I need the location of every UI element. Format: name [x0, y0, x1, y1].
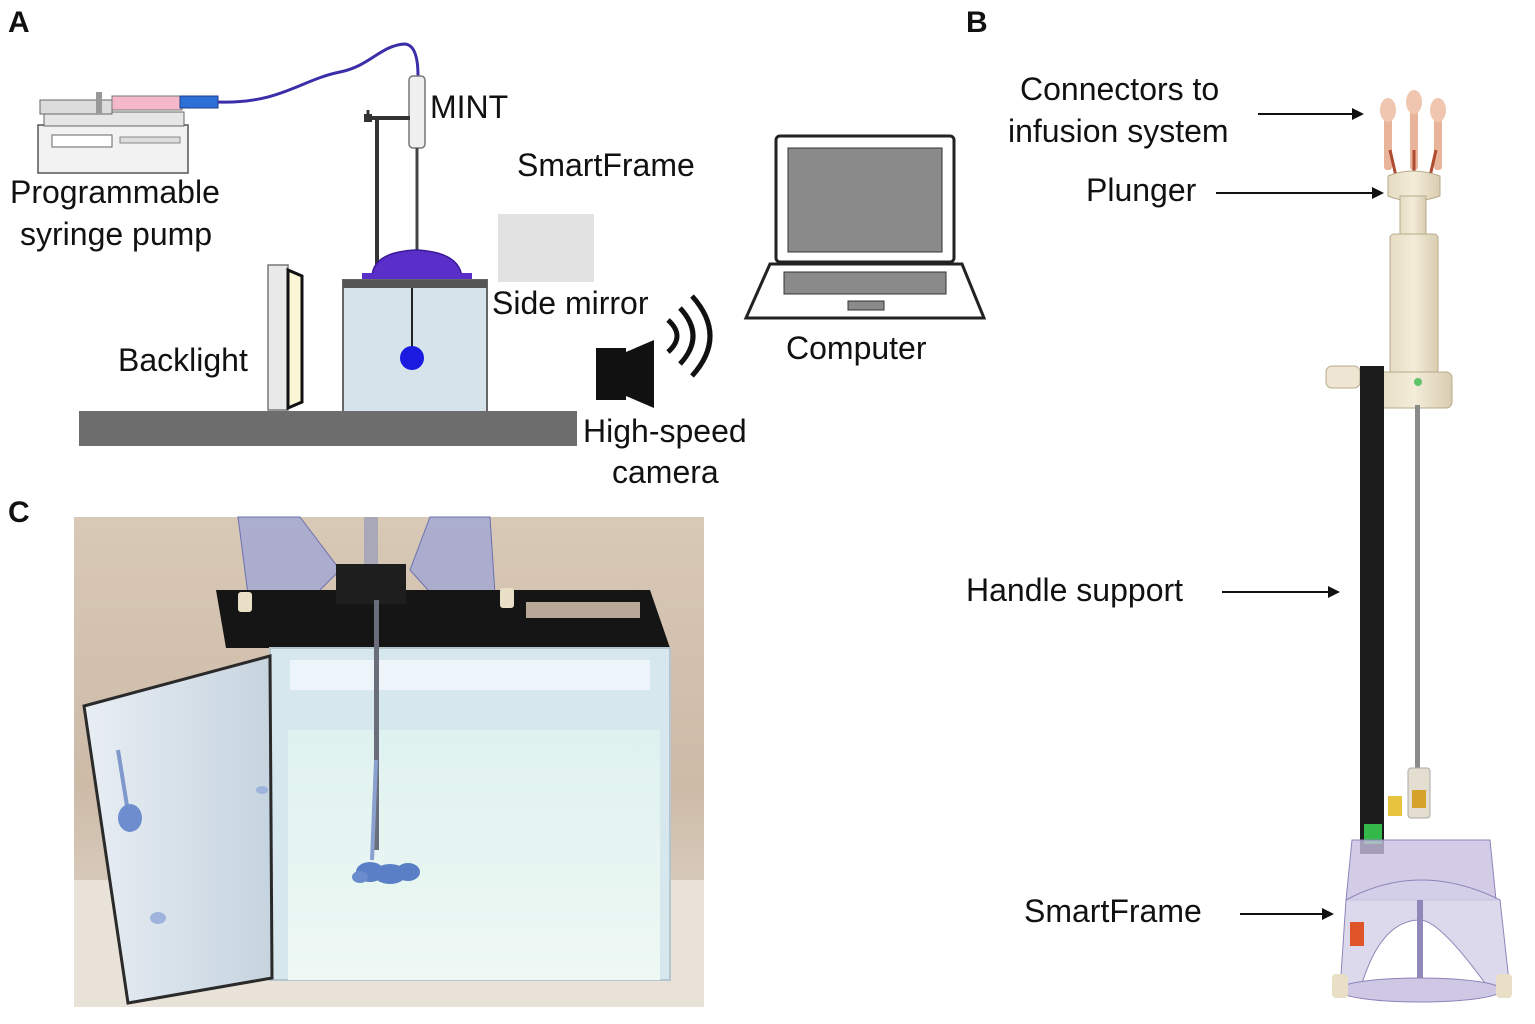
- laptop-icon: [743, 134, 987, 320]
- mint-handle: [408, 75, 426, 149]
- label-pump-line2: syringe pump: [20, 216, 212, 252]
- label-mint: MINT: [430, 89, 508, 125]
- label-pump-line1: Programmable: [10, 174, 220, 210]
- label-smartframe-b: SmartFrame: [1024, 893, 1202, 929]
- label-smartframe-a: SmartFrame: [517, 147, 695, 183]
- label-camera-line2: camera: [612, 454, 719, 490]
- syringe-pump-icon: [37, 92, 219, 174]
- panel-c-letter: C: [8, 496, 30, 529]
- panel-a-schematic: MINT SmartFrame Programmable syringe pum…: [10, 42, 987, 490]
- backlight: [267, 264, 289, 411]
- side-mirror: [498, 214, 594, 282]
- smartframe-dome: [371, 249, 463, 279]
- label-computer: Computer: [786, 330, 927, 366]
- panel-a-letter: A: [8, 6, 30, 39]
- connectors-icon: [1380, 90, 1446, 186]
- label-camera-line1: High-speed: [583, 413, 747, 449]
- label-connectors-line2: infusion system: [1008, 113, 1229, 149]
- label-backlight: Backlight: [118, 342, 248, 378]
- panel-b-device-photo: Connectors to infusion system Plunger Ha…: [966, 71, 1512, 1003]
- panel-c-tank-photo: [74, 516, 704, 1007]
- label-plunger: Plunger: [1086, 172, 1197, 208]
- infusion-dot: [400, 346, 424, 370]
- label-handle-support: Handle support: [966, 572, 1183, 608]
- label-connectors-line1: Connectors to: [1020, 71, 1219, 107]
- camera-icon: [596, 294, 713, 408]
- infusion-tubing: [217, 42, 420, 104]
- platform: [79, 411, 577, 446]
- label-side-mirror: Side mirror: [492, 285, 649, 321]
- panel-b-arrows: [1216, 108, 1384, 920]
- device-rod: [1415, 405, 1420, 775]
- gel-tank: [342, 279, 488, 413]
- handle-support-bar: [1360, 366, 1384, 854]
- plunger-body: [1389, 233, 1439, 375]
- photo-side-mirror: [82, 654, 274, 1005]
- panel-b-letter: B: [966, 6, 988, 39]
